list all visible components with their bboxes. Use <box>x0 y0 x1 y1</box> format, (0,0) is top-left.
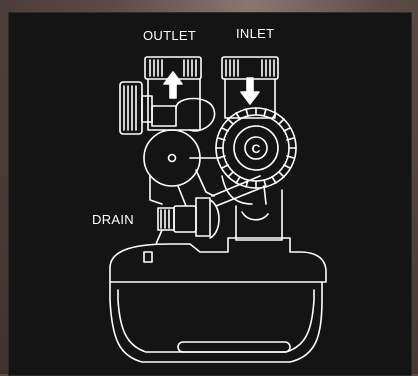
drain-label: DRAIN <box>92 212 134 227</box>
connector <box>152 99 215 131</box>
bypass-valve <box>144 130 220 186</box>
outlet-label: OUTLET <box>143 28 196 43</box>
inlet-label: INLET <box>236 26 274 41</box>
arrow-down-icon <box>241 78 259 104</box>
knob-letter: C <box>252 142 261 156</box>
arrow-up-icon <box>164 72 182 98</box>
drain-fitting <box>156 198 219 244</box>
tank <box>110 238 326 362</box>
